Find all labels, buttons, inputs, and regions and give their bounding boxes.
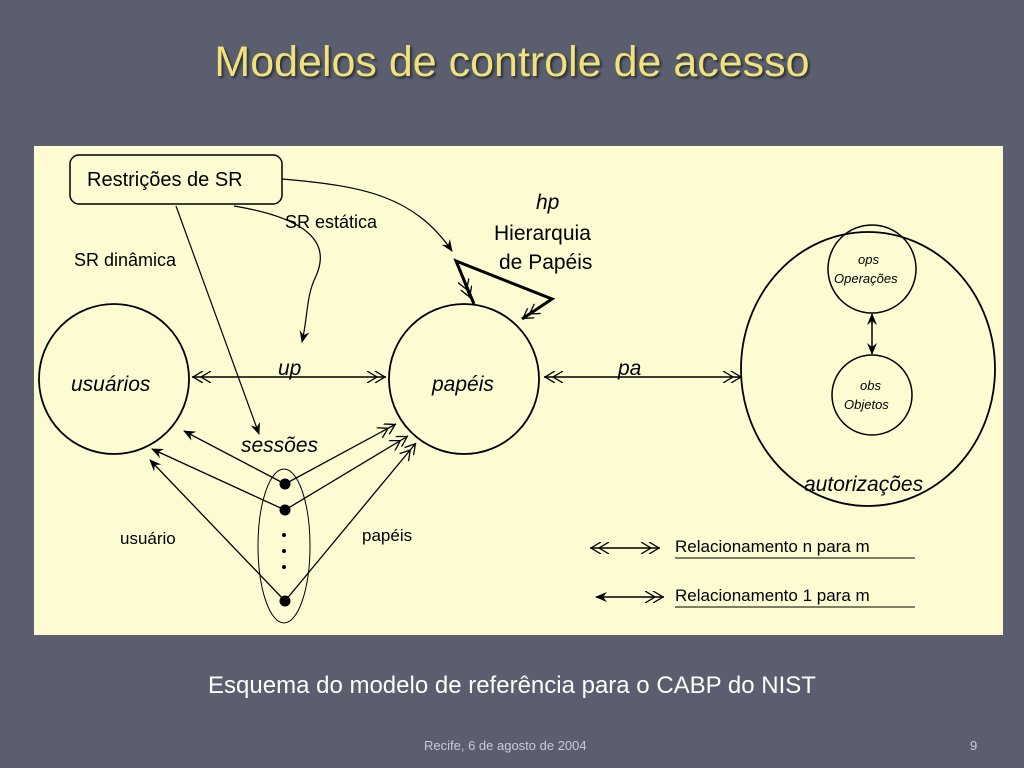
- usuarios-label: usuários: [71, 373, 151, 396]
- page-number: 9: [970, 738, 978, 753]
- footer-date: Recife, 6 de agosto de 2004: [424, 738, 587, 753]
- autorizacoes-ellipse: [740, 231, 996, 507]
- sr-dinamica-line: [175, 205, 260, 435]
- session-dot-small: [282, 565, 286, 569]
- usuarios-circle: [38, 303, 190, 455]
- diagram-panel: Restrições de SR SR estática SR dinâmica…: [34, 146, 1003, 635]
- usuario-label: usuário: [120, 529, 176, 548]
- sr-estatica-label: SR estática: [285, 212, 378, 232]
- hp-label: hp: [536, 191, 560, 214]
- obs-circle: [831, 354, 913, 436]
- sr-estatica-curve: [233, 205, 321, 343]
- papeis-lower-label: papéis: [362, 526, 413, 545]
- ops-label: ops: [858, 252, 879, 267]
- papeis-label: papéis: [432, 373, 494, 396]
- pa-label: pa: [618, 357, 642, 380]
- de-papeis-label: de Papéis: [499, 251, 593, 274]
- up-label: up: [278, 357, 302, 380]
- ops-circle: [827, 224, 917, 314]
- session-papeis-line: [284, 435, 409, 511]
- sr-dinamica-label: SR dinâmica: [74, 250, 177, 270]
- session-usuario-line: [151, 448, 286, 511]
- legend-1-m-label: Relacionamento 1 para m: [675, 586, 870, 605]
- operacoes-label: Operações: [834, 271, 898, 286]
- session-papeis-line: [284, 442, 417, 602]
- session-usuario-line: [149, 459, 286, 602]
- objetos-label: Objetos: [844, 397, 889, 412]
- hierarquia-loop-start: [455, 260, 470, 299]
- sessoes-ellipse: [257, 468, 311, 624]
- session-dot-small: [282, 549, 286, 553]
- diagram-svg: [38, 154, 996, 624]
- session-papeis-line: [284, 424, 397, 485]
- hierarquia-label: Hierarquia: [494, 222, 591, 245]
- papeis-circle: [388, 303, 540, 455]
- session-dot-small: [282, 533, 286, 537]
- restricoes-to-papeis-curve: [281, 178, 453, 252]
- session-usuario-line: [183, 430, 286, 485]
- legend-n-m-label: Relacionamento n para m: [675, 537, 870, 556]
- autorizacoes-label: autorizações: [804, 473, 924, 496]
- sessoes-label: sessões: [241, 434, 319, 457]
- restricoes-label: Restrições de SR: [87, 169, 243, 191]
- slide-caption: Esquema do modelo de referência para o C…: [208, 672, 816, 699]
- slide-title: Modelos de controle de acesso: [214, 38, 810, 86]
- obs-label: obs: [860, 378, 881, 393]
